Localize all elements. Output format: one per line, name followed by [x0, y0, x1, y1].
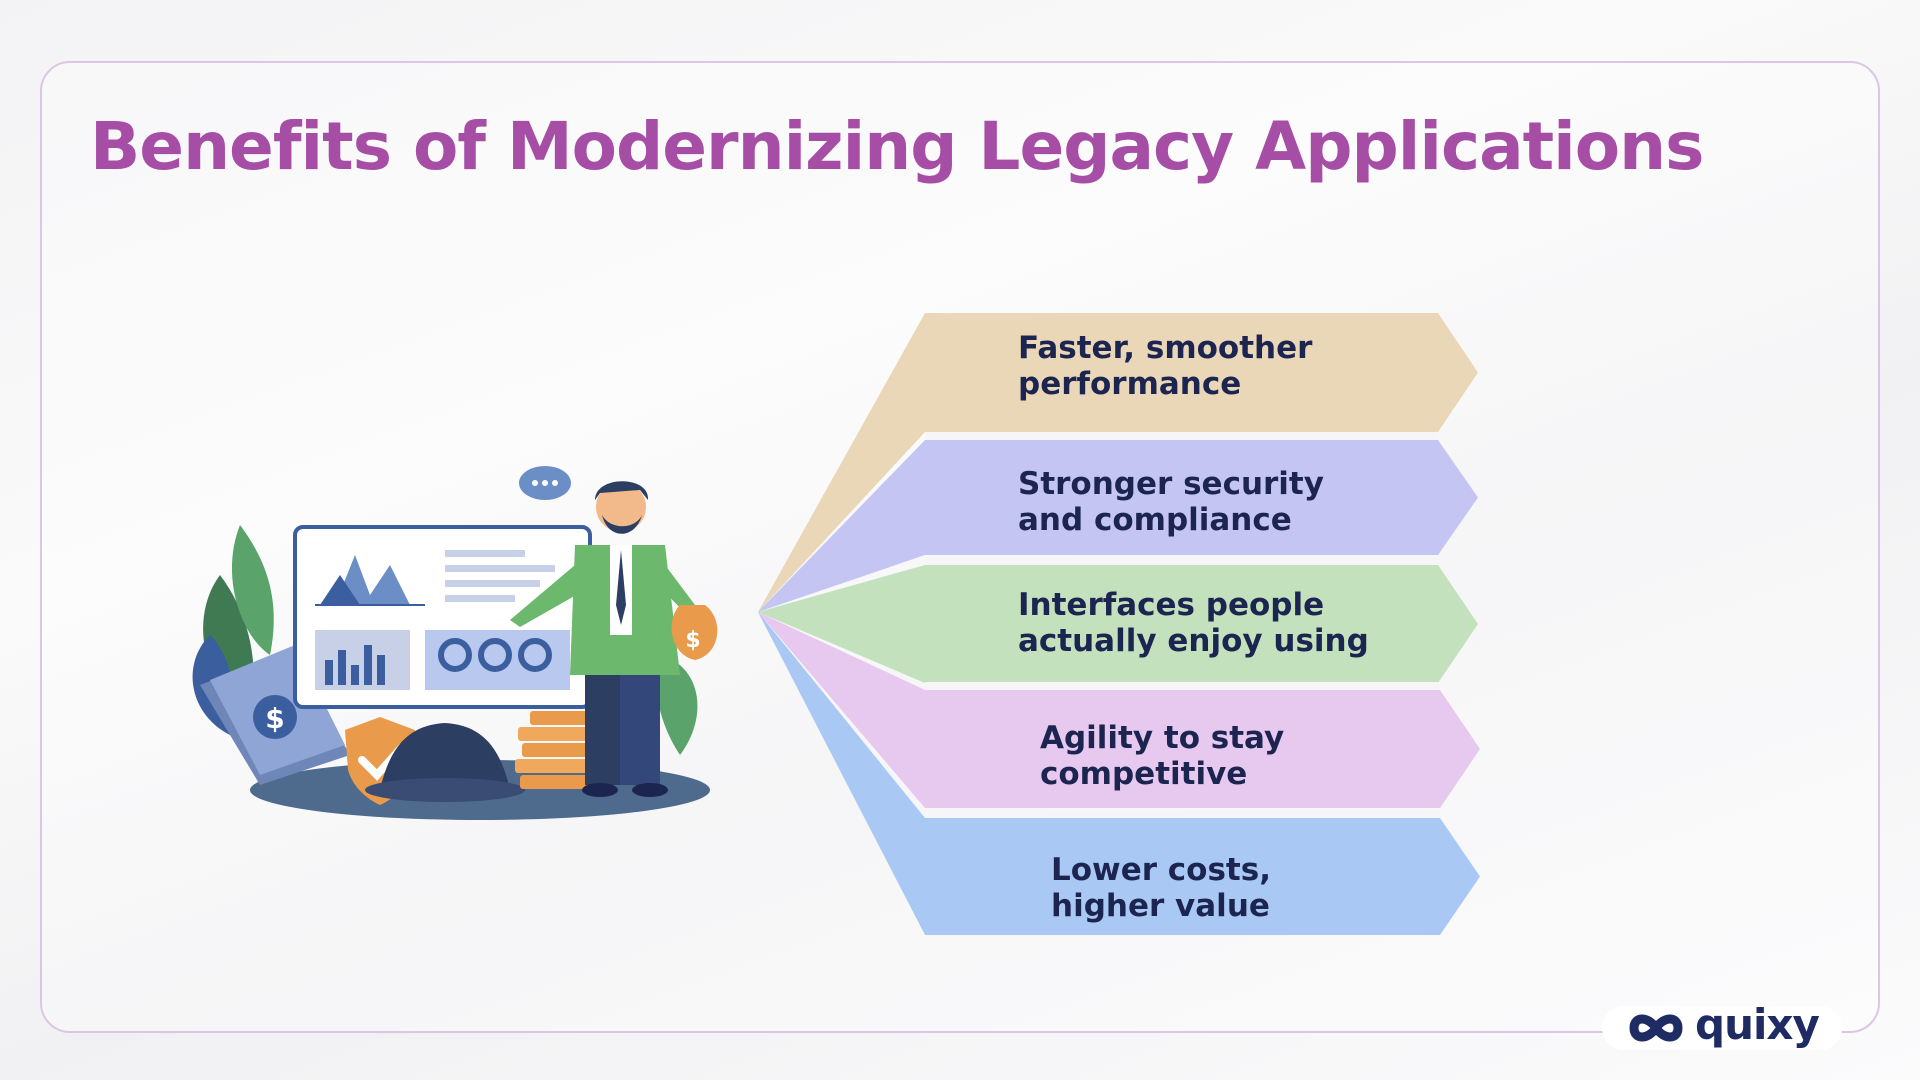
benefit-label-2: Stronger security and compliance [1018, 466, 1324, 538]
modernization-illustration: $ [192, 466, 718, 820]
benefit-label-4: Agility to stay competitive [1040, 720, 1285, 792]
quixy-logo-icon [1629, 1014, 1683, 1042]
speech-bubble-icon [519, 466, 571, 500]
benefit-label-5: Lower costs, higher value [1051, 852, 1271, 924]
logo-badge [1602, 1006, 1842, 1050]
svg-text:$: $ [265, 702, 284, 735]
benefit-label-3: Interfaces people actually enjoy using [1018, 587, 1369, 659]
benefit-band-1 [758, 313, 1478, 612]
businessman: $ [510, 481, 718, 797]
brand-name: quixy [1695, 1000, 1820, 1049]
dashboard-screen [293, 525, 592, 709]
benefit-band-2 [758, 440, 1478, 612]
benefit-band-5 [758, 612, 1480, 935]
benefit-band-4 [758, 612, 1480, 808]
bell-icon [365, 723, 525, 802]
svg-text:$: $ [685, 628, 700, 653]
benefit-label-1: Faster, smoother performance [1018, 330, 1313, 402]
benefit-band-3 [758, 565, 1478, 683]
page-title: Benefits of Modernizing Legacy Applicati… [90, 108, 1704, 185]
